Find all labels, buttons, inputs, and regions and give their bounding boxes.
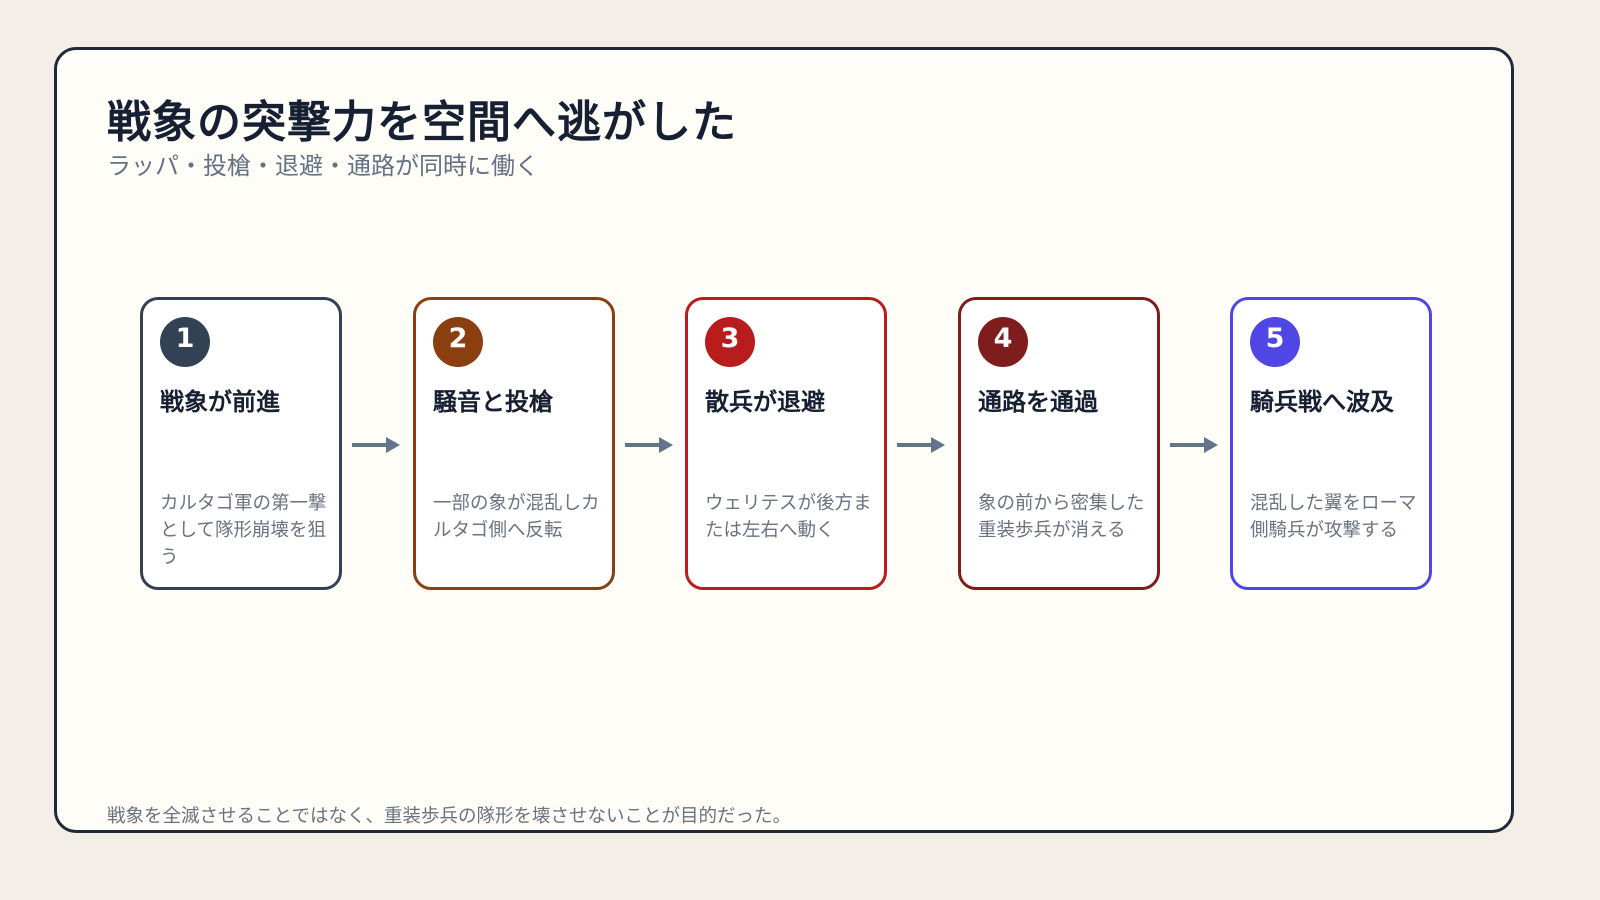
arrow-icon <box>897 437 945 453</box>
step-description: ウェリテスが後方または左右へ動く <box>705 493 872 541</box>
diagram-panel: 戦象の突撃力を空間へ逃がした ラッパ・投槍・退避・通路が同時に働く 1 戦象が前… <box>54 47 1514 833</box>
step-card-1: 1 戦象が前進 カルタゴ軍の第一撃として隊形崩壊を狙う <box>140 297 342 590</box>
step-number-badge: 1 <box>160 317 210 367</box>
step-description: 混乱した翼をローマ側騎兵が攻撃する <box>1250 493 1417 541</box>
arrow-icon <box>352 437 400 453</box>
step-title: 戦象が前進 <box>160 388 280 416</box>
step-description: 象の前から密集した重装歩兵が消える <box>978 493 1145 541</box>
step-number-badge: 5 <box>1250 317 1300 367</box>
step-title: 騒音と投槍 <box>433 388 553 416</box>
step-title: 散兵が退避 <box>705 388 825 416</box>
arrow-icon <box>1170 437 1218 453</box>
page-title: 戦象の突撃力を空間へ逃がした <box>107 97 737 148</box>
step-number-badge: 4 <box>978 317 1028 367</box>
arrow-icon <box>625 437 673 453</box>
step-card-5: 5 騎兵戦へ波及 混乱した翼をローマ側騎兵が攻撃する <box>1230 297 1432 590</box>
step-description: 一部の象が混乱しカルタゴ側へ反転 <box>433 493 600 541</box>
step-card-4: 4 通路を通過 象の前から密集した重装歩兵が消える <box>958 297 1160 590</box>
step-card-2: 2 騒音と投槍 一部の象が混乱しカルタゴ側へ反転 <box>413 297 615 590</box>
step-title: 騎兵戦へ波及 <box>1250 388 1394 416</box>
step-description: カルタゴ軍の第一撃として隊形崩壊を狙う <box>160 493 327 568</box>
step-number-badge: 2 <box>433 317 483 367</box>
step-title: 通路を通過 <box>978 388 1098 416</box>
footer-note: 戦象を全滅させることではなく、重装歩兵の隊形を壊させないことが目的だった。 <box>107 806 791 827</box>
page-subtitle: ラッパ・投槍・退避・通路が同時に働く <box>107 152 539 180</box>
step-card-3: 3 散兵が退避 ウェリテスが後方または左右へ動く <box>685 297 887 590</box>
step-number-badge: 3 <box>705 317 755 367</box>
